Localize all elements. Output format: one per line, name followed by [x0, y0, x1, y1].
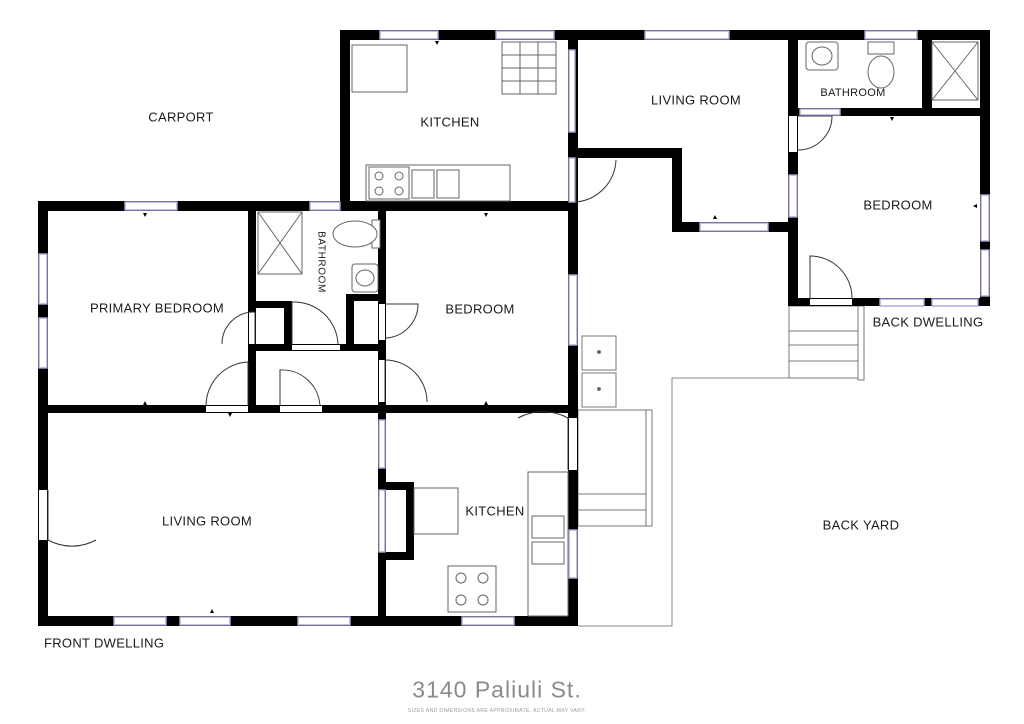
front-dwelling-label: FRONT DWELLING	[44, 635, 165, 651]
upper-kitchen-label: KITCHEN	[420, 114, 480, 130]
disclaimer-text: SIZES AND DIMENSIONS ARE APPROXIMATE, AC…	[407, 708, 587, 714]
carport-label: CARPORT	[148, 109, 214, 125]
front-bathroom-label: BATHROOM	[315, 231, 327, 293]
windows	[38, 30, 990, 626]
upper-living-room-label: LIVING ROOM	[651, 92, 741, 108]
door-openings	[39, 116, 852, 540]
back-dwelling-label: BACK DWELLING	[872, 314, 984, 330]
back-bedroom-label: BEDROOM	[863, 197, 933, 213]
porch-stairs	[577, 409, 653, 527]
laundry-sinks	[581, 335, 617, 408]
front-kitchen-label: KITCHEN	[465, 503, 525, 519]
back-yard-label: BACK YARD	[822, 517, 900, 533]
address-title: 3140 Paliuli St.	[412, 676, 582, 703]
fixtures	[257, 41, 979, 617]
back-bathroom-label: BATHROOM	[820, 87, 886, 99]
outdoor-outline	[578, 306, 861, 627]
back-stairs	[788, 305, 865, 381]
door-swings	[47, 115, 853, 547]
front-bedroom-label: BEDROOM	[445, 301, 515, 317]
primary-bedroom-label: PRIMARY BEDROOM	[89, 300, 225, 316]
wall-markers	[143, 41, 977, 613]
front-living-room-label: LIVING ROOM	[162, 513, 252, 529]
